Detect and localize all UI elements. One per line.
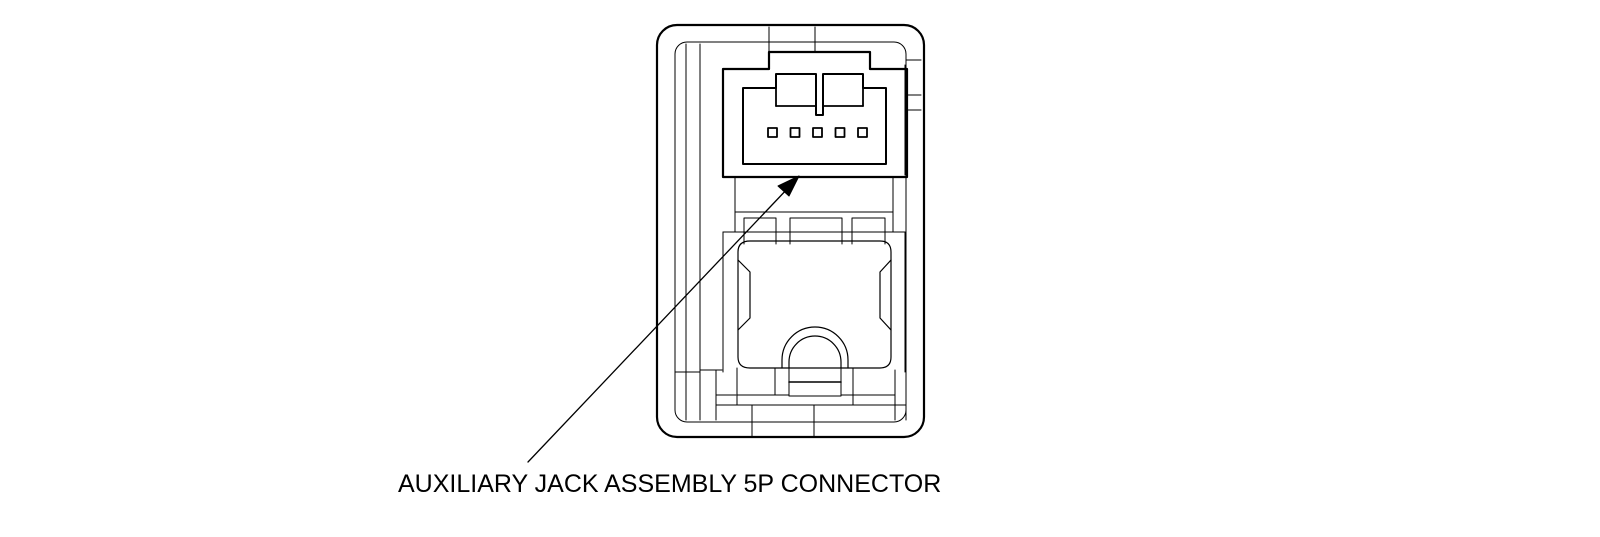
connector-pin-1 bbox=[767, 127, 778, 138]
connector-5p-cavity bbox=[742, 73, 887, 165]
connector-pin-2 bbox=[789, 127, 801, 138]
mid-body bbox=[722, 176, 906, 373]
latch-panel bbox=[737, 240, 892, 369]
connector-key-steps bbox=[775, 87, 864, 107]
latch-side-clips bbox=[737, 259, 892, 331]
callout-arrowhead bbox=[777, 175, 800, 197]
connector-pin-3 bbox=[812, 127, 823, 138]
connector-callout-label: AUXILIARY JACK ASSEMBLY 5P CONNECTOR bbox=[398, 470, 942, 498]
top-seams bbox=[768, 26, 906, 176]
latch-thumb-arch bbox=[781, 326, 849, 369]
connector-pin-5 bbox=[857, 127, 868, 138]
connector-pin-4 bbox=[834, 127, 846, 138]
jack-housing-outline bbox=[655, 23, 926, 439]
connector-pins bbox=[767, 127, 868, 138]
connector-5p-shell bbox=[721, 50, 909, 179]
left-rails bbox=[674, 43, 737, 421]
bottom-grip-tab bbox=[715, 367, 906, 438]
callout-leader-line bbox=[527, 185, 791, 463]
